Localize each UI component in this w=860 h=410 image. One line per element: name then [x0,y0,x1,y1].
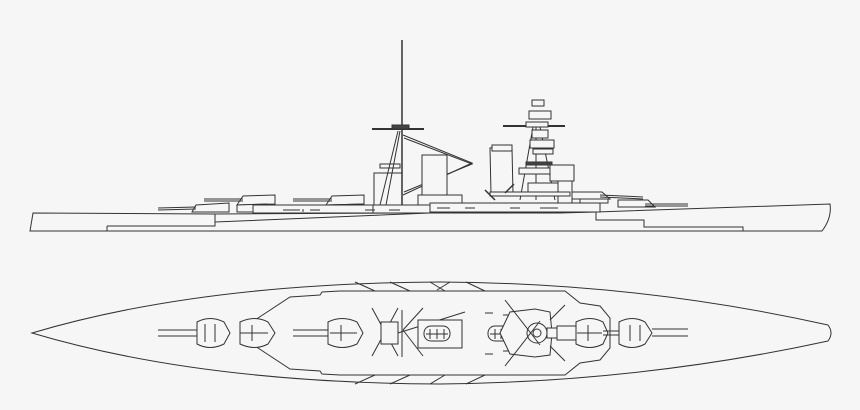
turret-plan-y [239,318,276,348]
fore-turret-a [617,199,688,208]
bridge-plan [499,299,578,367]
turret-plan-b [575,318,620,348]
funnel-plan-aft [417,319,463,349]
superstructure-outline [254,290,611,376]
turret-plan-q [293,318,364,348]
turret-plan-x [158,318,231,348]
fore-turret-b [571,191,644,204]
deck-fore [429,202,601,213]
turret-plan-a [618,318,688,348]
secondary-mounts-bottom [354,374,486,385]
bridge-tower [484,99,575,204]
secondary-mounts-top [354,281,486,292]
funnel-fore [489,144,514,195]
funnel-aft [417,154,463,206]
aft-turret-x [157,202,230,213]
